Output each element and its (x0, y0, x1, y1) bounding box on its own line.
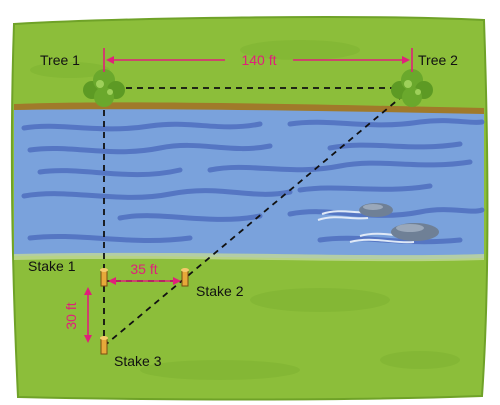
grass-texture (30, 40, 460, 380)
tree-distance-label: 140 ft (241, 52, 276, 68)
stake-1 (100, 268, 108, 287)
tree-1-label: Tree 1 (40, 52, 80, 68)
far-riverbank (14, 102, 484, 114)
stake-3-label: Stake 3 (114, 353, 162, 369)
stake-depth-label: 30 ft (63, 302, 79, 329)
river-rocks (317, 203, 439, 244)
stake-depth-dimension (84, 287, 92, 343)
stake-distance-label: 35 ft (130, 261, 157, 277)
stake-1-label: Stake 1 (28, 258, 76, 274)
tree-2-label: Tree 2 (418, 52, 458, 68)
stake-distance-dimension (108, 277, 181, 285)
stake-2 (181, 268, 189, 287)
tree-1 (83, 69, 125, 107)
tree2-stake3-line (103, 87, 413, 347)
tree-2 (391, 69, 433, 107)
near-riverbank (14, 252, 484, 262)
stake-3 (100, 336, 108, 355)
tree-distance-dimension (103, 48, 413, 72)
stake-2-label: Stake 2 (196, 283, 244, 299)
